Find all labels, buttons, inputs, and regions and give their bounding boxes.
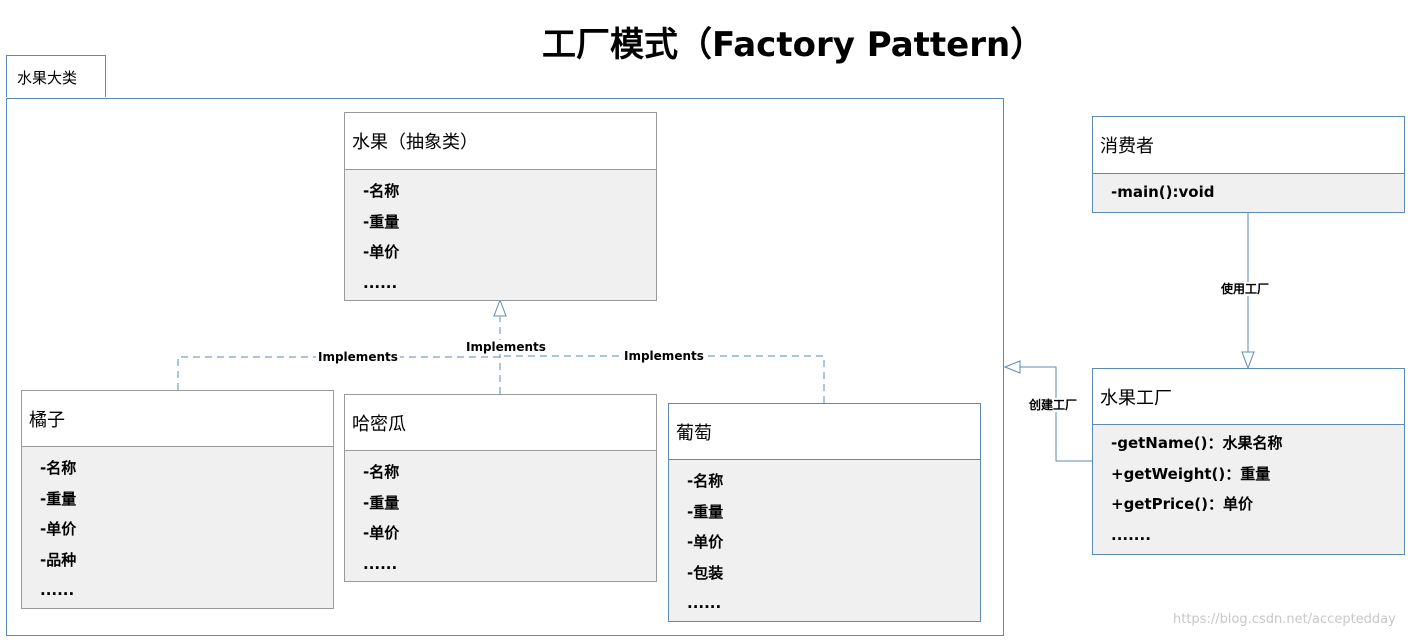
create-factory-line <box>1020 366 1092 462</box>
member: ....... <box>1111 525 1151 544</box>
member: +getPrice()：单价 <box>1111 495 1253 513</box>
package-tab: 水果大类 <box>6 55 106 97</box>
member: -名称 <box>687 472 724 490</box>
create-factory-label: 创建工厂 <box>1027 398 1080 412</box>
implements-label-right: Implements <box>622 349 706 363</box>
class-orange-members: -名称 -重量 -单价 -品种 ...... <box>22 447 333 606</box>
create-factory-arrowhead <box>1003 360 1021 374</box>
member: -getName()：水果名称 <box>1111 434 1283 452</box>
member: -重量 <box>363 212 400 231</box>
class-fruit-factory-header: 水果工厂 <box>1093 369 1404 425</box>
class-orange-header: 橘子 <box>22 391 333 447</box>
implements-line-grape <box>500 355 825 403</box>
implements-label-center: Implements <box>464 340 548 354</box>
package-name: 水果大类 <box>17 69 78 87</box>
member: -重量 <box>687 502 724 521</box>
member: -包装 <box>687 563 724 582</box>
member: -单价 <box>363 243 400 261</box>
watermark: https://blog.csdn.net/acceptedday <box>1173 612 1396 627</box>
member: -main():void <box>1111 183 1215 201</box>
member: -重量 <box>40 489 77 508</box>
class-melon: 哈密瓜 -名称 -重量 -单价 ...... <box>344 394 657 582</box>
use-factory-arrowhead <box>1241 351 1255 370</box>
implements-connectors <box>177 317 825 403</box>
use-factory-label: 使用工厂 <box>1219 282 1272 296</box>
class-consumer-members: -main():void <box>1093 174 1404 208</box>
member: ...... <box>363 273 398 292</box>
class-fruit-header: 水果（抽象类） <box>345 113 656 170</box>
class-grape-header: 葡萄 <box>669 404 980 460</box>
member: -名称 <box>363 182 400 200</box>
class-consumer-header: 消费者 <box>1093 117 1404 174</box>
member: -单价 <box>687 533 724 551</box>
page-title: 工厂模式（Factory Pattern） <box>542 25 1045 65</box>
class-consumer: 消费者 -main():void <box>1092 116 1405 213</box>
member: -名称 <box>363 463 400 481</box>
class-fruit-factory-members: -getName()：水果名称 +getWeight()：重量 +getPric… <box>1093 425 1404 550</box>
class-fruit-members: -名称 -重量 -单价 ...... <box>345 170 656 298</box>
member: -单价 <box>40 520 77 538</box>
class-grape-members: -名称 -重量 -单价 -包装 ...... <box>669 460 980 619</box>
member: -重量 <box>363 493 400 512</box>
class-melon-header: 哈密瓜 <box>345 395 656 451</box>
member: -单价 <box>363 524 400 542</box>
member: ...... <box>363 554 398 573</box>
class-fruit-factory: 水果工厂 -getName()：水果名称 +getWeight()：重量 +ge… <box>1092 368 1405 555</box>
class-melon-members: -名称 -重量 -单价 ...... <box>345 451 656 579</box>
member: +getWeight()：重量 <box>1111 464 1271 483</box>
package-frame <box>6 98 1004 636</box>
class-orange: 橘子 -名称 -重量 -单价 -品种 ...... <box>21 390 334 609</box>
member: ...... <box>40 581 75 599</box>
generalization-arrowhead-fruit <box>493 298 507 317</box>
implements-label-left: Implements <box>316 350 400 364</box>
member: ...... <box>687 594 722 612</box>
member: -名称 <box>40 459 77 477</box>
member: -品种 <box>40 550 77 569</box>
class-fruit: 水果（抽象类） -名称 -重量 -单价 ...... <box>344 112 657 301</box>
class-grape: 葡萄 -名称 -重量 -单价 -包装 ...... <box>668 403 981 622</box>
